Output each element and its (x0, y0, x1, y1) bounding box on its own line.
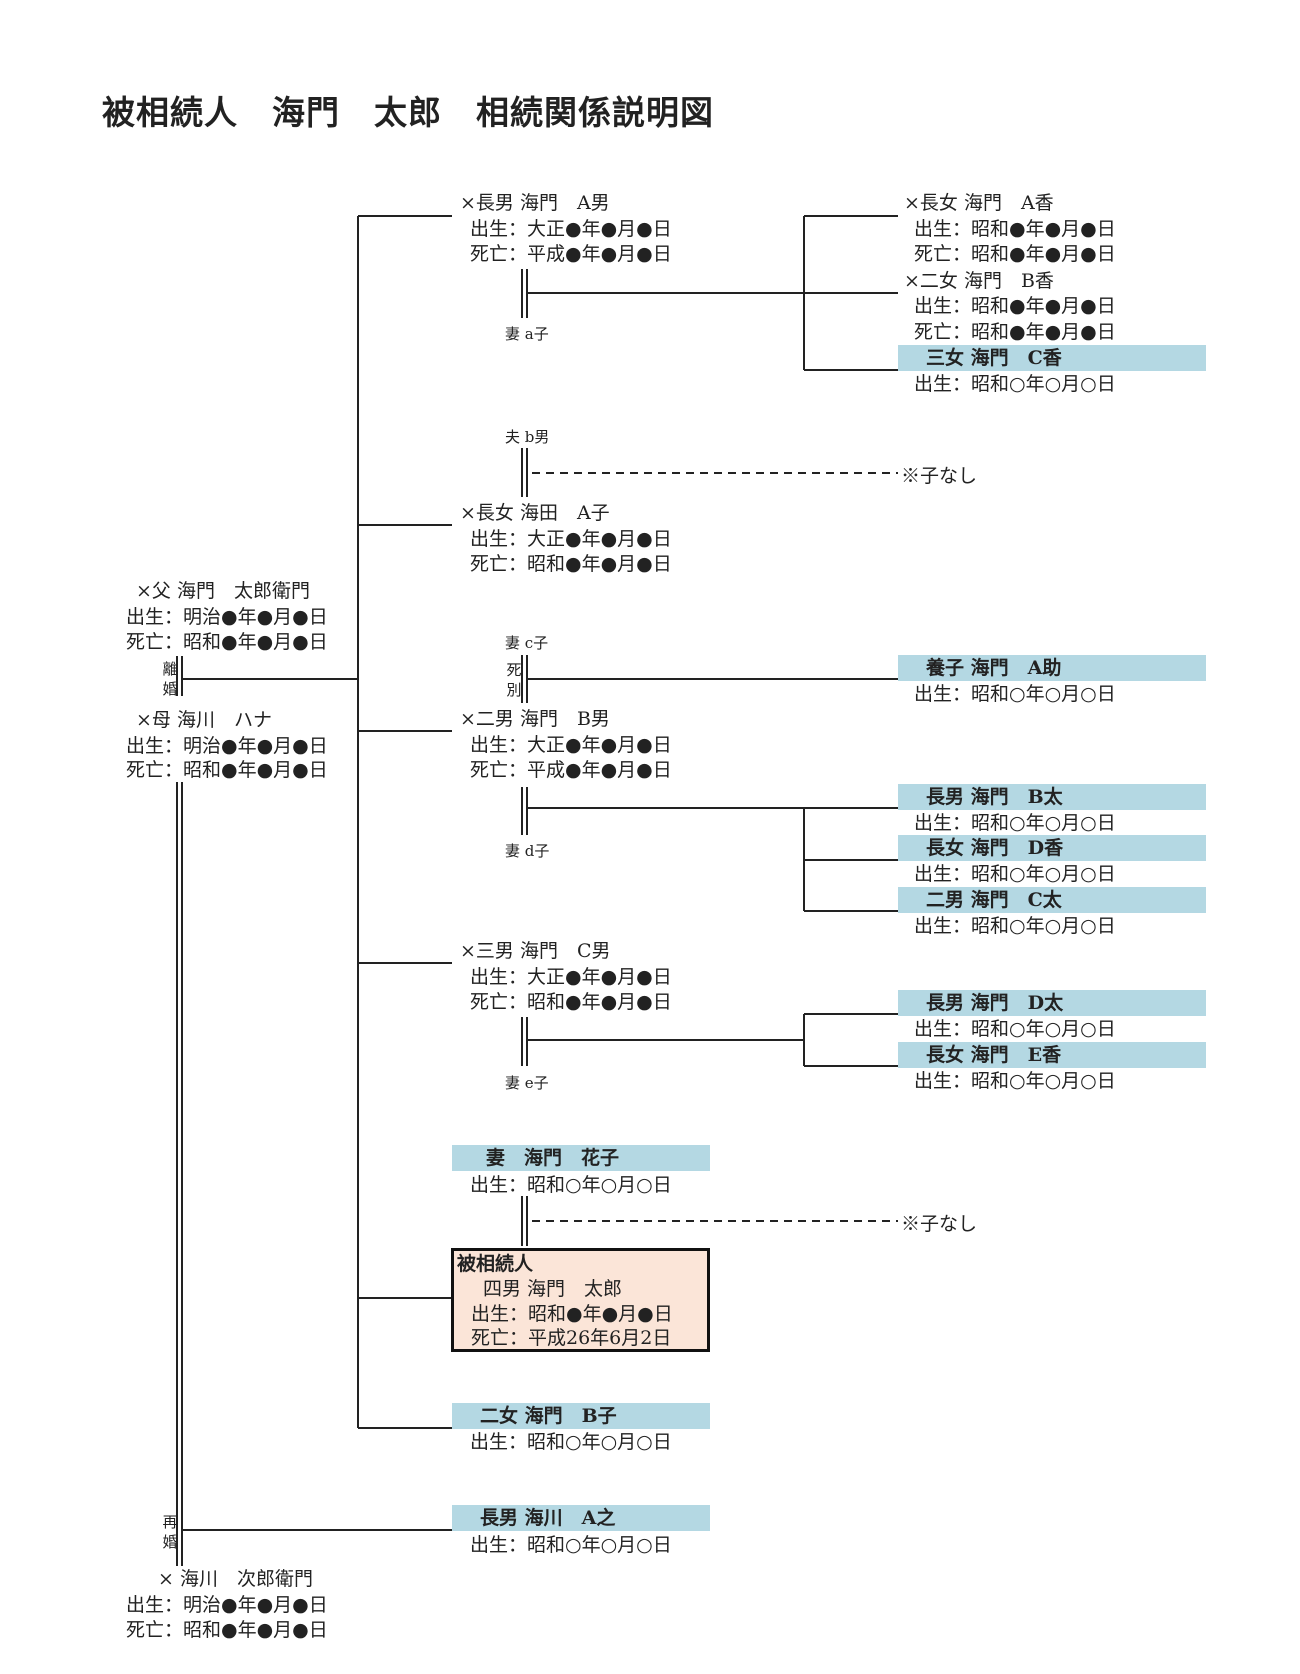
son1-spouse: 妻 a子 (505, 325, 549, 343)
son1-child2-death: 死亡：昭和●年●月●日 (914, 321, 1116, 343)
decedent-no-children: ※子なし (901, 1213, 978, 1235)
son3-name: ×三男 海門 C男 (460, 940, 611, 962)
son1-child1-death: 死亡：昭和●年●月●日 (914, 243, 1116, 265)
son2-adopted-birth: 出生：昭和○年○月○日 (914, 683, 1116, 705)
decedent-label: 被相続人 (457, 1253, 534, 1275)
bereavement-label-2: 別 (506, 681, 522, 699)
son3-death: 死亡：昭和●年●月●日 (470, 991, 672, 1013)
son2-death: 死亡：平成●年●月●日 (470, 759, 672, 781)
page-title: 被相続人 海門 太郎 相続関係説明図 (102, 93, 714, 132)
bereavement-label-1: 死 (506, 661, 522, 679)
daughter1-no-children: ※子なし (901, 465, 978, 487)
daughter2-birth: 出生：昭和○年○月○日 (470, 1431, 672, 1453)
stepfather-death: 死亡：昭和●年●月●日 (126, 1619, 328, 1641)
halfbrother-birth: 出生：昭和○年○月○日 (470, 1534, 672, 1556)
daughter1-spouse: 夫 b男 (505, 428, 550, 446)
mother-death: 死亡：昭和●年●月●日 (126, 759, 328, 781)
daughter1-name: ×長女 海田 A子 (460, 502, 610, 524)
son1-child1-birth: 出生：昭和●年●月●日 (914, 218, 1116, 240)
son3-child1-birth: 出生：昭和○年○月○日 (914, 1018, 1116, 1040)
son2-name: ×二男 海門 B男 (460, 708, 610, 730)
son1-birth: 出生：大正●年●月●日 (470, 218, 672, 240)
wife-name: 妻 海門 花子 (452, 1145, 710, 1171)
son1-child1-name: ×長女 海門 A香 (904, 192, 1054, 214)
son1-name: ×長男 海門 A男 (460, 192, 610, 214)
son1-death: 死亡：平成●年●月●日 (470, 243, 672, 265)
divorce-label-1: 離 (162, 660, 178, 678)
daughter1-death: 死亡：昭和●年●月●日 (470, 553, 672, 575)
mother-name: ×母 海川 ハナ (136, 709, 272, 731)
father-birth: 出生：明治●年●月●日 (126, 606, 328, 628)
remarriage-label-1: 再 (162, 1513, 178, 1531)
father-death: 死亡：昭和●年●月●日 (126, 631, 328, 653)
son2-child2-birth: 出生：昭和○年○月○日 (914, 863, 1116, 885)
decedent-death: 死亡：平成26年6月2日 (471, 1327, 672, 1349)
son1-child2-birth: 出生：昭和●年●月●日 (914, 295, 1116, 317)
decedent-name: 四男 海門 太郎 (483, 1278, 623, 1300)
daughter1-birth: 出生：大正●年●月●日 (470, 528, 672, 550)
son2-child3-name: 二男 海門 C太 (898, 887, 1206, 913)
son1-child3-birth: 出生：昭和○年○月○日 (914, 373, 1116, 395)
son3-birth: 出生：大正●年●月●日 (470, 966, 672, 988)
halfbrother-name: 長男 海川 A之 (452, 1505, 710, 1531)
wife-birth: 出生：昭和○年○月○日 (470, 1174, 672, 1196)
son2-child1-name: 長男 海門 B太 (898, 784, 1206, 810)
mother-birth: 出生：明治●年●月●日 (126, 735, 328, 757)
stepfather-name: × 海川 次郎衛門 (158, 1568, 313, 1590)
son2-birth: 出生：大正●年●月●日 (470, 734, 672, 756)
father-name: ×父 海門 太郎衛門 (136, 580, 310, 602)
divorce-label-2: 婚 (162, 680, 178, 698)
son2-child3-birth: 出生：昭和○年○月○日 (914, 915, 1116, 937)
son1-child2-name: ×二女 海門 B香 (904, 270, 1054, 292)
decedent-birth: 出生：昭和●年●月●日 (471, 1303, 673, 1325)
decedent-box: 被相続人 四男 海門 太郎 出生：昭和●年●月●日 死亡：平成26年6月2日 (451, 1248, 710, 1352)
stepfather-birth: 出生：明治●年●月●日 (126, 1594, 328, 1616)
son3-child2-birth: 出生：昭和○年○月○日 (914, 1070, 1116, 1092)
son2-spouse1: 妻 c子 (505, 634, 549, 652)
son2-spouse2: 妻 d子 (505, 842, 550, 860)
son3-spouse: 妻 e子 (505, 1074, 549, 1092)
remarriage-label-2: 婚 (162, 1533, 178, 1551)
son2-adopted-name: 養子 海門 A助 (898, 655, 1206, 681)
son3-child1-name: 長男 海門 D太 (898, 990, 1206, 1016)
son1-child3-name: 三女 海門 C香 (898, 345, 1206, 371)
son2-child2-name: 長女 海門 D香 (898, 835, 1206, 861)
son3-child2-name: 長女 海門 E香 (898, 1042, 1206, 1068)
daughter2-name: 二女 海門 B子 (452, 1403, 710, 1429)
son2-child1-birth: 出生：昭和○年○月○日 (914, 812, 1116, 834)
